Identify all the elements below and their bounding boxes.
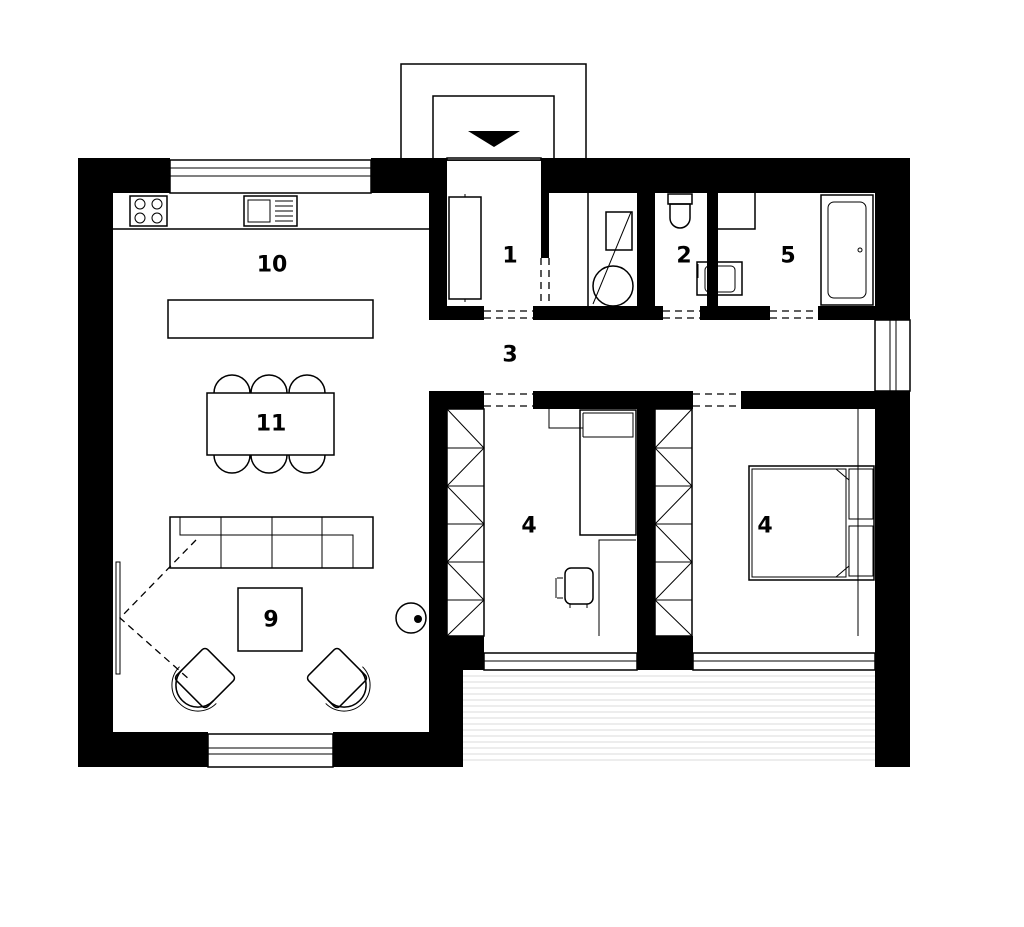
toilet-icon: [667, 193, 693, 229]
armchair-left: [171, 647, 236, 712]
utility: [587, 193, 634, 307]
living: [169, 516, 427, 712]
room-label-3: 3: [502, 343, 517, 368]
room-label-5: 5: [780, 244, 795, 269]
stove-round-icon: [395, 602, 427, 634]
wc: [667, 193, 743, 296]
room-labels: 1 2 5 3 10 11 4 4 9: [256, 244, 796, 633]
washing-machine-icon: [592, 211, 634, 307]
kitchen: [113, 195, 429, 339]
room-label-9: 9: [263, 608, 278, 633]
bathroom: [718, 193, 874, 306]
entrance-arrow-icon: [468, 131, 520, 147]
entrance-canopy: [400, 63, 587, 161]
hall: [448, 194, 482, 302]
armchair-right: [306, 647, 371, 712]
bed-icon: [748, 465, 875, 581]
dining: [206, 374, 335, 474]
coffee-table: [237, 587, 303, 652]
office-chair-icon: [555, 567, 594, 608]
sofa: [169, 516, 374, 569]
room-label-4b: 4: [757, 514, 772, 539]
kitchen-island: [167, 299, 374, 339]
room-label-2: 2: [676, 244, 691, 269]
terrace: [463, 670, 875, 766]
coat-cabinet: [448, 196, 482, 300]
walls: [78, 158, 910, 767]
sink-icon: [243, 195, 298, 227]
windows: [169, 157, 911, 768]
bedroom-main: [654, 408, 875, 637]
room-label-4a: 4: [521, 514, 536, 539]
bedroom-office: [446, 408, 637, 637]
sink-icon: [696, 261, 743, 296]
bathtub-icon: [820, 194, 874, 306]
bed-icon: [579, 409, 637, 536]
dining-table: [206, 392, 335, 456]
room-label-1: 1: [502, 244, 517, 269]
room-label-10: 10: [257, 253, 288, 278]
stove-icon: [129, 195, 168, 227]
room-label-11: 11: [256, 412, 287, 437]
